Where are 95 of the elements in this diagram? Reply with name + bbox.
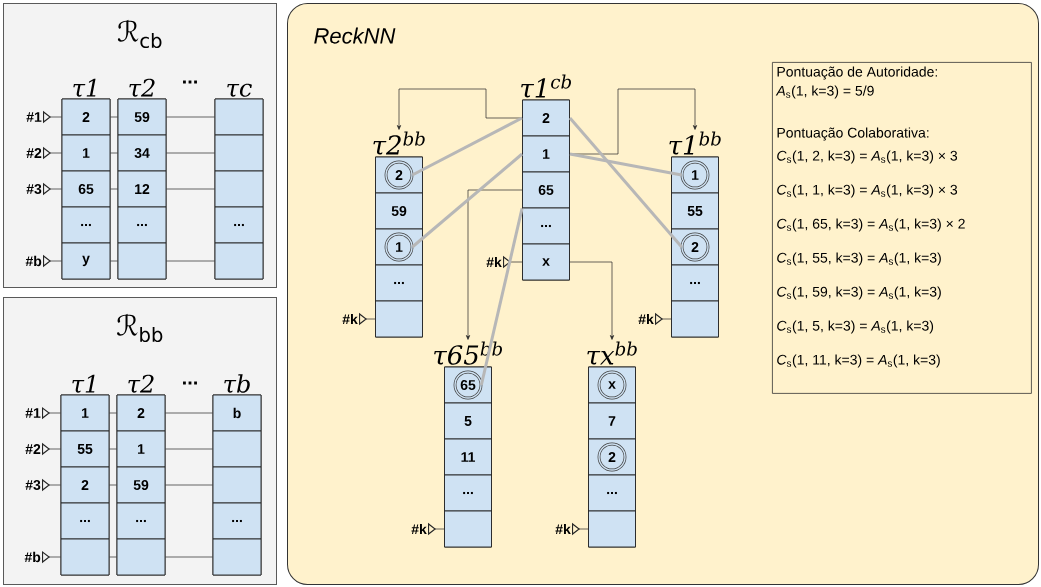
link-line — [568, 117, 683, 248]
table-cell — [212, 466, 262, 504]
table-cell: 7 — [588, 402, 636, 440]
connector-line — [165, 412, 213, 414]
table-cell: 55 — [60, 430, 110, 468]
ellipsis: ... — [183, 80, 197, 84]
row-pointer: #2 — [26, 148, 42, 158]
connector-line — [165, 484, 213, 486]
table-cell: b — [212, 394, 262, 432]
circled-item: x — [597, 370, 627, 400]
table-cell: ... — [522, 207, 570, 245]
row-pointer: #k — [555, 523, 571, 535]
connector-line — [165, 556, 213, 558]
connector-line — [166, 260, 215, 262]
table-cell — [588, 510, 636, 548]
connector-line — [110, 260, 118, 262]
table-cell — [214, 242, 264, 280]
connector-line — [109, 484, 117, 486]
connector-line — [110, 188, 118, 190]
row-pointer: #2 — [25, 444, 41, 454]
table-cell — [214, 170, 264, 208]
table-cell — [116, 538, 166, 576]
table-cell: 1 — [116, 430, 166, 468]
table-cell: ... — [60, 502, 110, 540]
table-cell — [375, 300, 423, 338]
table-cell: 2 — [116, 394, 166, 432]
table-cell: 2 — [60, 466, 110, 504]
table-cell — [117, 242, 167, 280]
table-cell: 2 — [61, 98, 111, 136]
table-cell: ... — [375, 264, 423, 302]
table-cell: 1 — [522, 135, 570, 173]
table-cell — [444, 510, 492, 548]
connector-line — [166, 152, 215, 154]
table-cell: y — [61, 242, 111, 280]
table-cell — [214, 98, 264, 136]
link-line — [569, 152, 682, 177]
arrow — [396, 88, 523, 130]
row-pointer: #b — [25, 255, 42, 267]
table-cell — [60, 538, 110, 576]
connector-line — [110, 152, 118, 154]
table-cell: 59 — [116, 466, 166, 504]
table-cell: ... — [214, 206, 264, 244]
circled-item: 2 — [680, 232, 710, 262]
table-cell: 1 — [60, 394, 110, 432]
table-cell: 65 — [61, 170, 111, 208]
table-cell: 1 — [61, 134, 111, 172]
connector-line — [109, 556, 117, 558]
circled-item: 2 — [597, 442, 627, 472]
table-cell — [212, 430, 262, 468]
arrow — [569, 261, 615, 340]
table-cell: ... — [671, 264, 719, 302]
table-cell: 11 — [444, 438, 492, 476]
circled-item: 1 — [680, 160, 710, 190]
score-box: Pontuação de Autoridade: A$_{s}$(1, k=3) = 5/9 Pontuação Colaborativa: C$_{s}$(1, 2, k=3) = A$_{s}$(1, k=3) × 3 C$_{s}$(1, 1, k=3) = A$_{s}$(1, k=3) × 3 C$_{s}$(1, 65, k=3) = A$_{s}$(1, k=3) × 2 C$_{s}$(1, 55, k=3) = A$_{s}$(1, k=3) C$_{s}$(1, 59, k=3) = A$_{s}$(1, k=3) C$_{s}$(1, 5, k=3) = A$_{s}$(1, k=3) C$_{s}$(1, 11, k=3) = A$_{s}$(1, k=3) — [772, 62, 1032, 394]
row-pointer: #1 — [26, 112, 42, 122]
table-cell: 59 — [375, 192, 423, 230]
row-pointer: #3 — [26, 184, 42, 194]
ellipsis: ... — [183, 381, 197, 385]
table-cell: 2 — [522, 99, 570, 137]
table-cell: 12 — [117, 170, 167, 208]
row-pointer: #b — [24, 551, 41, 563]
circled-item: 65 — [453, 370, 483, 400]
circled-item: 2 — [384, 160, 414, 190]
row-pointer: #k — [486, 256, 502, 268]
table-cell: ... — [117, 206, 167, 244]
row-pointer: #k — [342, 313, 358, 325]
connector-line — [166, 116, 215, 118]
table-cell: 59 — [117, 98, 167, 136]
connector-line — [109, 412, 117, 414]
link-line — [411, 116, 523, 177]
table-cell: 55 — [671, 192, 719, 230]
link-line — [411, 152, 524, 249]
row-pointer: #k — [411, 523, 427, 535]
table-cell: 5 — [444, 402, 492, 440]
circled-item: 1 — [384, 232, 414, 262]
table-cell: ... — [61, 206, 111, 244]
table-cell — [212, 538, 262, 576]
table-cell: ... — [212, 502, 262, 540]
connector-line — [166, 188, 215, 190]
row-pointer: #k — [638, 313, 654, 325]
table-cell: x — [522, 243, 570, 281]
table-cell: 34 — [117, 134, 167, 172]
table-cell — [214, 134, 264, 172]
table-cell: ... — [588, 474, 636, 512]
row-pointer: #3 — [25, 480, 41, 490]
table-cell — [671, 300, 719, 338]
connector-line — [109, 448, 117, 450]
connector-line — [165, 448, 213, 450]
arrow — [465, 189, 523, 340]
row-pointer: #1 — [25, 408, 41, 418]
table-cell: ... — [444, 474, 492, 512]
table-cell: 65 — [522, 171, 570, 209]
link-line — [479, 208, 524, 386]
table-cell: ... — [116, 502, 166, 540]
connector-line — [110, 116, 118, 118]
